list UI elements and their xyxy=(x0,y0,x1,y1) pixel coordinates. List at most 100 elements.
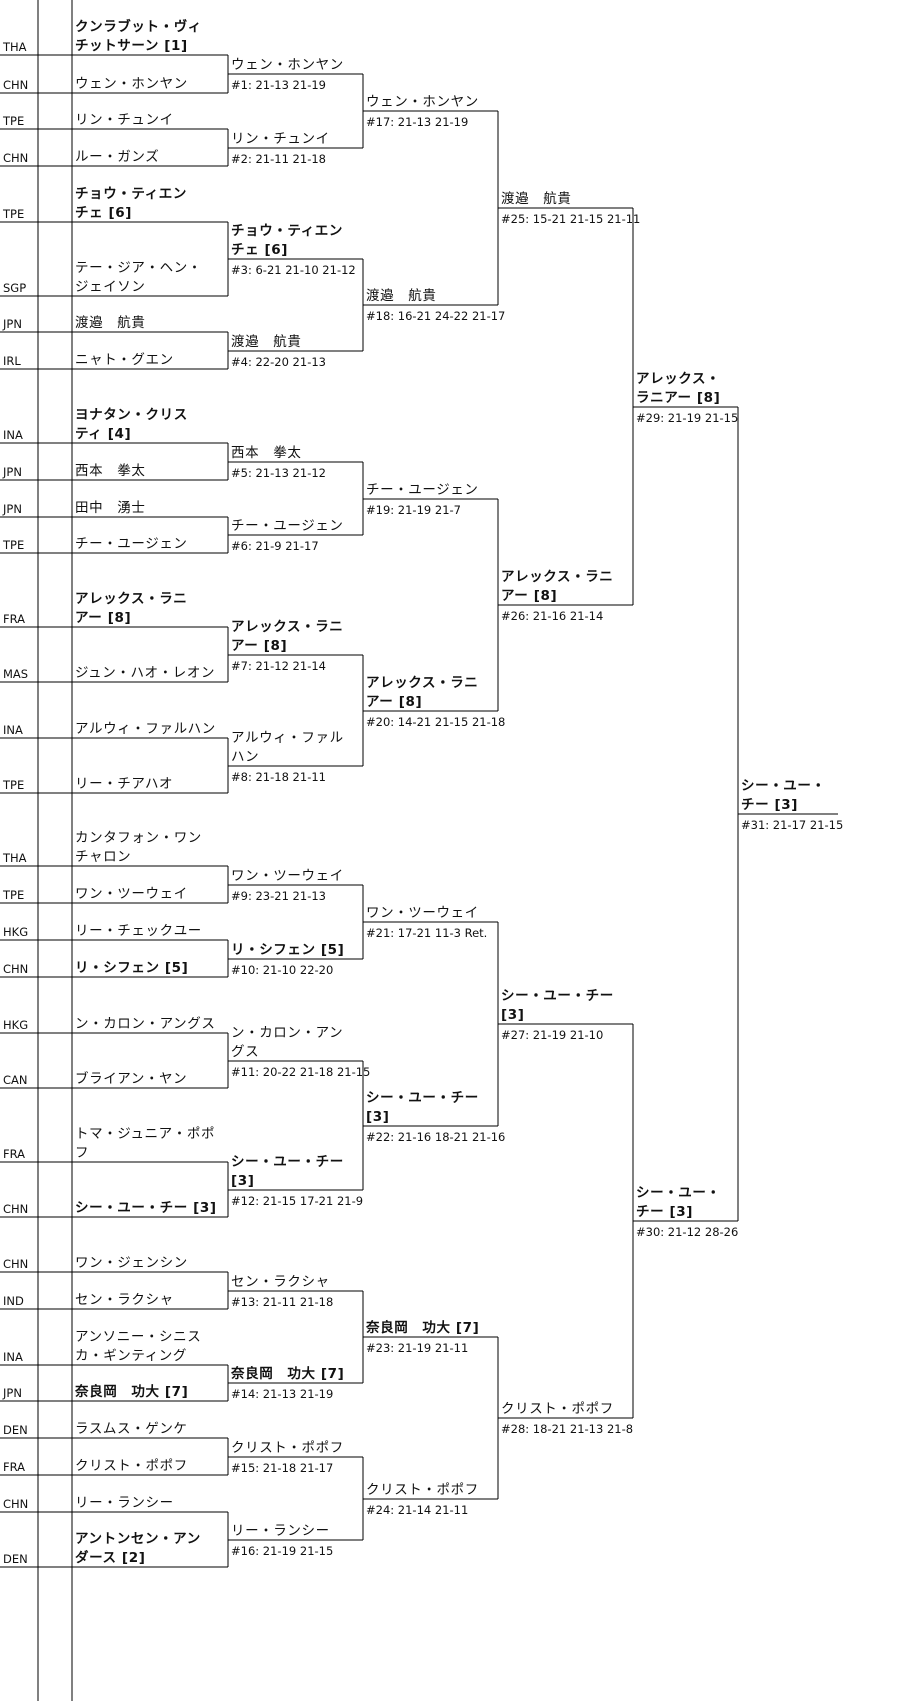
player-name: チー・ユージェン xyxy=(75,536,188,552)
player-name: トマ・ジュニア・ポポ xyxy=(75,1126,215,1142)
country-code: INA xyxy=(3,1350,23,1364)
country-code: JPN xyxy=(2,502,22,516)
match-score: #20: 14-21 21-15 21-18 xyxy=(366,715,505,729)
player-name: リー・ランシー xyxy=(75,1495,174,1511)
match-score: #5: 21-13 21-12 xyxy=(231,466,326,480)
country-code: CHN xyxy=(3,1497,28,1511)
winner-name: アルウィ・ファル xyxy=(231,730,344,746)
player-name: アンソニー・シニス xyxy=(75,1329,201,1345)
winner-name: チー [3] xyxy=(741,797,798,813)
player-name: ジュン・ハオ・レオン xyxy=(75,665,215,681)
player-name: ワン・ツーウェイ xyxy=(75,886,188,902)
player-name: シー・ユー・チー [3] xyxy=(75,1200,217,1216)
country-code: IND xyxy=(3,1294,24,1308)
country-code: FRA xyxy=(3,1460,25,1474)
winner-name: [3] xyxy=(366,1109,390,1125)
match-score: #23: 21-19 21-11 xyxy=(366,1341,468,1355)
player-name: ティ [4] xyxy=(75,426,131,442)
player-name: リ・シフェン [5] xyxy=(75,960,188,976)
player-name: チャロン xyxy=(75,849,131,865)
winner-name: アー [8] xyxy=(501,588,557,604)
match-score: #16: 21-19 21-15 xyxy=(231,1544,333,1558)
match-score: #25: 15-21 21-15 21-11 xyxy=(501,212,640,226)
winner-name: 渡邉 航貴 xyxy=(231,334,302,350)
winner-name: シー・ユー・チー xyxy=(366,1090,479,1106)
country-code: CHN xyxy=(3,1257,28,1271)
player-name: 西本 拳太 xyxy=(75,463,146,479)
match-score: #14: 21-13 21-19 xyxy=(231,1387,333,1401)
winner-name: ウェン・ホンヤン xyxy=(231,57,344,73)
country-code: CHN xyxy=(3,962,28,976)
match-score: #26: 21-16 21-14 xyxy=(501,609,603,623)
country-code: DEN xyxy=(3,1423,28,1437)
match-score: #31: 21-17 21-15 xyxy=(741,818,843,832)
country-code: CAN xyxy=(3,1073,28,1087)
match-score: #4: 22-20 21-13 xyxy=(231,355,326,369)
match-score: #21: 17-21 11-3 Ret. xyxy=(366,926,487,940)
country-code: MAS xyxy=(3,667,28,681)
winner-name: チー・ユージェン xyxy=(231,518,344,534)
player-name: チョウ・ティエン xyxy=(75,186,187,202)
player-name: リー・チアハオ xyxy=(75,776,173,792)
winner-name: クリスト・ポポフ xyxy=(501,1401,614,1417)
player-name: ン・カロン・アングス xyxy=(75,1016,215,1032)
winner-name: シー・ユー・ xyxy=(741,778,826,794)
winner-name: ハン xyxy=(231,749,259,765)
winner-name: リー・ランシー xyxy=(231,1523,330,1539)
match-score: #30: 21-12 28-26 xyxy=(636,1225,738,1239)
match-score: #22: 21-16 18-21 21-16 xyxy=(366,1130,505,1144)
player-name: 渡邉 航貴 xyxy=(75,315,146,331)
player-name: リン・チュンイ xyxy=(75,112,174,128)
country-code: HKG xyxy=(3,925,28,939)
winner-name: ラニアー [8] xyxy=(636,390,720,406)
player-name: ニャト・グエン xyxy=(75,352,174,368)
player-name: ジェイソン xyxy=(75,279,146,295)
winner-name: チェ [6] xyxy=(231,242,288,258)
winner-name: シー・ユー・ xyxy=(636,1185,721,1201)
country-code: CHN xyxy=(3,151,28,165)
player-name: ダース [2] xyxy=(75,1549,145,1566)
winner-name: シー・ユー・チー xyxy=(231,1154,344,1170)
country-code: FRA xyxy=(3,1147,25,1161)
player-name: 田中 湧士 xyxy=(75,500,146,516)
player-name: アントンセン・アン xyxy=(75,1531,201,1547)
winner-name: ン・カロン・アン xyxy=(231,1025,343,1041)
match-score: #10: 21-10 22-20 xyxy=(231,963,333,977)
country-code: JPN xyxy=(2,465,22,479)
country-code: HKG xyxy=(3,1018,28,1032)
winner-name: クリスト・ポポフ xyxy=(231,1440,344,1456)
country-code: TPE xyxy=(2,538,24,552)
player-name: チェ [6] xyxy=(75,205,132,221)
winner-name: シー・ユー・チー xyxy=(501,988,614,1004)
player-name: セン・ラクシャ xyxy=(75,1292,174,1308)
country-code: THA xyxy=(2,40,27,54)
winner-name: 奈良岡 功大 [7] xyxy=(365,1319,479,1336)
player-name: アルウィ・ファルハン xyxy=(75,721,216,737)
winner-name: [3] xyxy=(231,1173,255,1189)
match-score: #19: 21-19 21-7 xyxy=(366,503,461,517)
player-name: ヨナタン・クリス xyxy=(75,407,188,423)
winner-name: 渡邉 航貴 xyxy=(366,288,437,304)
country-code: DEN xyxy=(3,1552,28,1566)
country-code: INA xyxy=(3,428,23,442)
winner-name: アー [8] xyxy=(366,694,422,710)
winner-name: リ・シフェン [5] xyxy=(231,942,344,958)
country-code: TPE xyxy=(2,888,24,902)
country-code: CHN xyxy=(3,1202,28,1216)
match-score: #17: 21-13 21-19 xyxy=(366,115,468,129)
match-score: #3: 6-21 21-10 21-12 xyxy=(231,263,356,277)
player-name: ルー・ガンズ xyxy=(75,149,159,165)
winner-name: ワン・ツーウェイ xyxy=(231,868,344,884)
winner-name: ウェン・ホンヤン xyxy=(366,94,479,110)
winner-name: [3] xyxy=(501,1007,525,1023)
country-code: TPE xyxy=(2,207,24,221)
winner-name: アー [8] xyxy=(231,638,287,654)
winner-name: クリスト・ポポフ xyxy=(366,1482,479,1498)
winner-name: チョウ・ティエン xyxy=(231,223,343,239)
country-code: TPE xyxy=(2,778,24,792)
winner-name: グス xyxy=(231,1044,259,1060)
player-name: フ xyxy=(75,1145,89,1161)
winner-name: リン・チュンイ xyxy=(231,131,330,147)
winner-name: 西本 拳太 xyxy=(231,445,302,461)
